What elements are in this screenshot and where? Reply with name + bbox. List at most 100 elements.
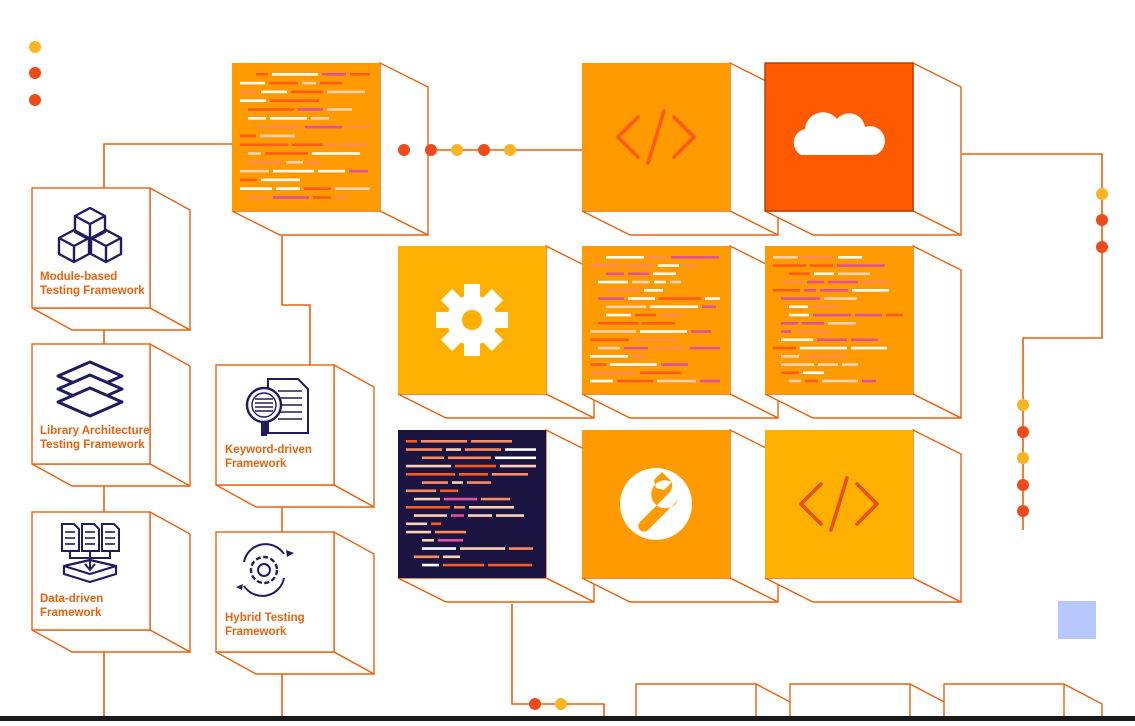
code-line: [773, 264, 806, 267]
dot: [29, 67, 41, 79]
code-line: [820, 289, 848, 292]
code-line: [814, 272, 834, 276]
code-line: [460, 547, 505, 550]
code-line: [240, 143, 288, 146]
box-side: [912, 428, 962, 604]
framework-card-data-driven: [31, 510, 191, 654]
dot: [555, 698, 567, 710]
box-face: [232, 63, 380, 211]
code-line: [273, 196, 309, 199]
code-line: [671, 256, 719, 259]
code-line: [838, 272, 870, 276]
code-line: [828, 280, 858, 284]
code-line: [438, 539, 463, 542]
code-line: [270, 117, 307, 120]
code-line: [812, 305, 841, 309]
layers-icon: [56, 360, 124, 418]
tile-settings-tile: [397, 244, 595, 420]
code-line: [346, 125, 370, 129]
code-line: [648, 256, 667, 259]
code-line: [261, 90, 287, 94]
framework-card-keyword-driven: [215, 363, 375, 509]
code-line: [610, 363, 657, 366]
code-line: [606, 289, 640, 292]
code-line: [406, 522, 427, 526]
code-line: [802, 322, 824, 325]
gear-outline: [249, 555, 279, 585]
connector-line: [103, 143, 232, 188]
code-line: [318, 169, 345, 173]
code-line: [421, 440, 467, 443]
tray-shape: [62, 558, 118, 584]
cube-shape: [57, 228, 91, 264]
dot: [451, 144, 463, 156]
code-line: [633, 338, 677, 342]
code-line: [652, 346, 686, 350]
code-line: [803, 371, 824, 375]
code-line: [454, 506, 465, 509]
code-line: [822, 379, 858, 383]
cycle-arc: [243, 577, 285, 597]
library-architecture-label: Library Architecture Testing Framework: [40, 425, 150, 451]
code-line: [606, 256, 644, 259]
dot: [1096, 241, 1108, 253]
code-line: [313, 196, 331, 199]
code-line: [276, 187, 300, 190]
code-line: [273, 169, 314, 173]
box-face: [398, 430, 546, 578]
code-line: [304, 187, 331, 190]
feature-tiles: [231, 61, 962, 604]
arrow-head: [84, 563, 96, 572]
code-line: [851, 346, 887, 350]
partial-box-outline: [635, 683, 795, 716]
code-line: [422, 456, 444, 460]
code-line: [702, 305, 716, 309]
dot: [529, 698, 541, 710]
code-line: [322, 73, 346, 76]
code-line: [817, 338, 847, 342]
box-side: [333, 363, 375, 509]
partial-box: [943, 683, 1103, 716]
code-line: [632, 355, 645, 358]
code-line: [260, 134, 295, 138]
code-line: [495, 456, 536, 460]
tile-cloud-tile: [764, 61, 962, 237]
code-line: [640, 330, 687, 333]
module-based-label: Module-based Testing Framework: [40, 271, 145, 297]
box-face: [765, 246, 913, 394]
code-line: [256, 125, 301, 129]
box-side: [333, 530, 375, 676]
code-line: [657, 379, 696, 383]
code-line: [452, 481, 463, 484]
code-lines-icon: [240, 73, 370, 199]
code-line: [598, 280, 628, 284]
partial-box: [635, 683, 795, 716]
code-line: [240, 178, 257, 182]
code-line: [804, 289, 816, 292]
code-line: [842, 363, 858, 366]
wrench-icon: [620, 468, 692, 540]
code-brackets-icon: [616, 109, 696, 165]
dot: [29, 41, 41, 53]
code-line: [342, 143, 368, 146]
keyword-driven-label: Keyword-driven Framework: [225, 444, 312, 470]
code-line: [795, 330, 831, 333]
code-line: [465, 448, 501, 451]
code-line: [590, 338, 629, 342]
code-line: [691, 330, 711, 333]
code-line: [327, 143, 338, 146]
code-line: [606, 313, 631, 317]
code-line: [851, 338, 878, 342]
code-line: [781, 330, 791, 333]
decorative-dots: [29, 41, 1108, 710]
blue-square-accent: [1058, 601, 1096, 639]
code-line: [781, 322, 798, 325]
code-line: [292, 143, 323, 146]
code-line: [644, 289, 663, 292]
box-side: [912, 244, 962, 420]
cycle-arc: [243, 543, 285, 563]
code-line: [773, 289, 800, 292]
code-line: [286, 161, 303, 164]
code-line: [650, 305, 698, 309]
